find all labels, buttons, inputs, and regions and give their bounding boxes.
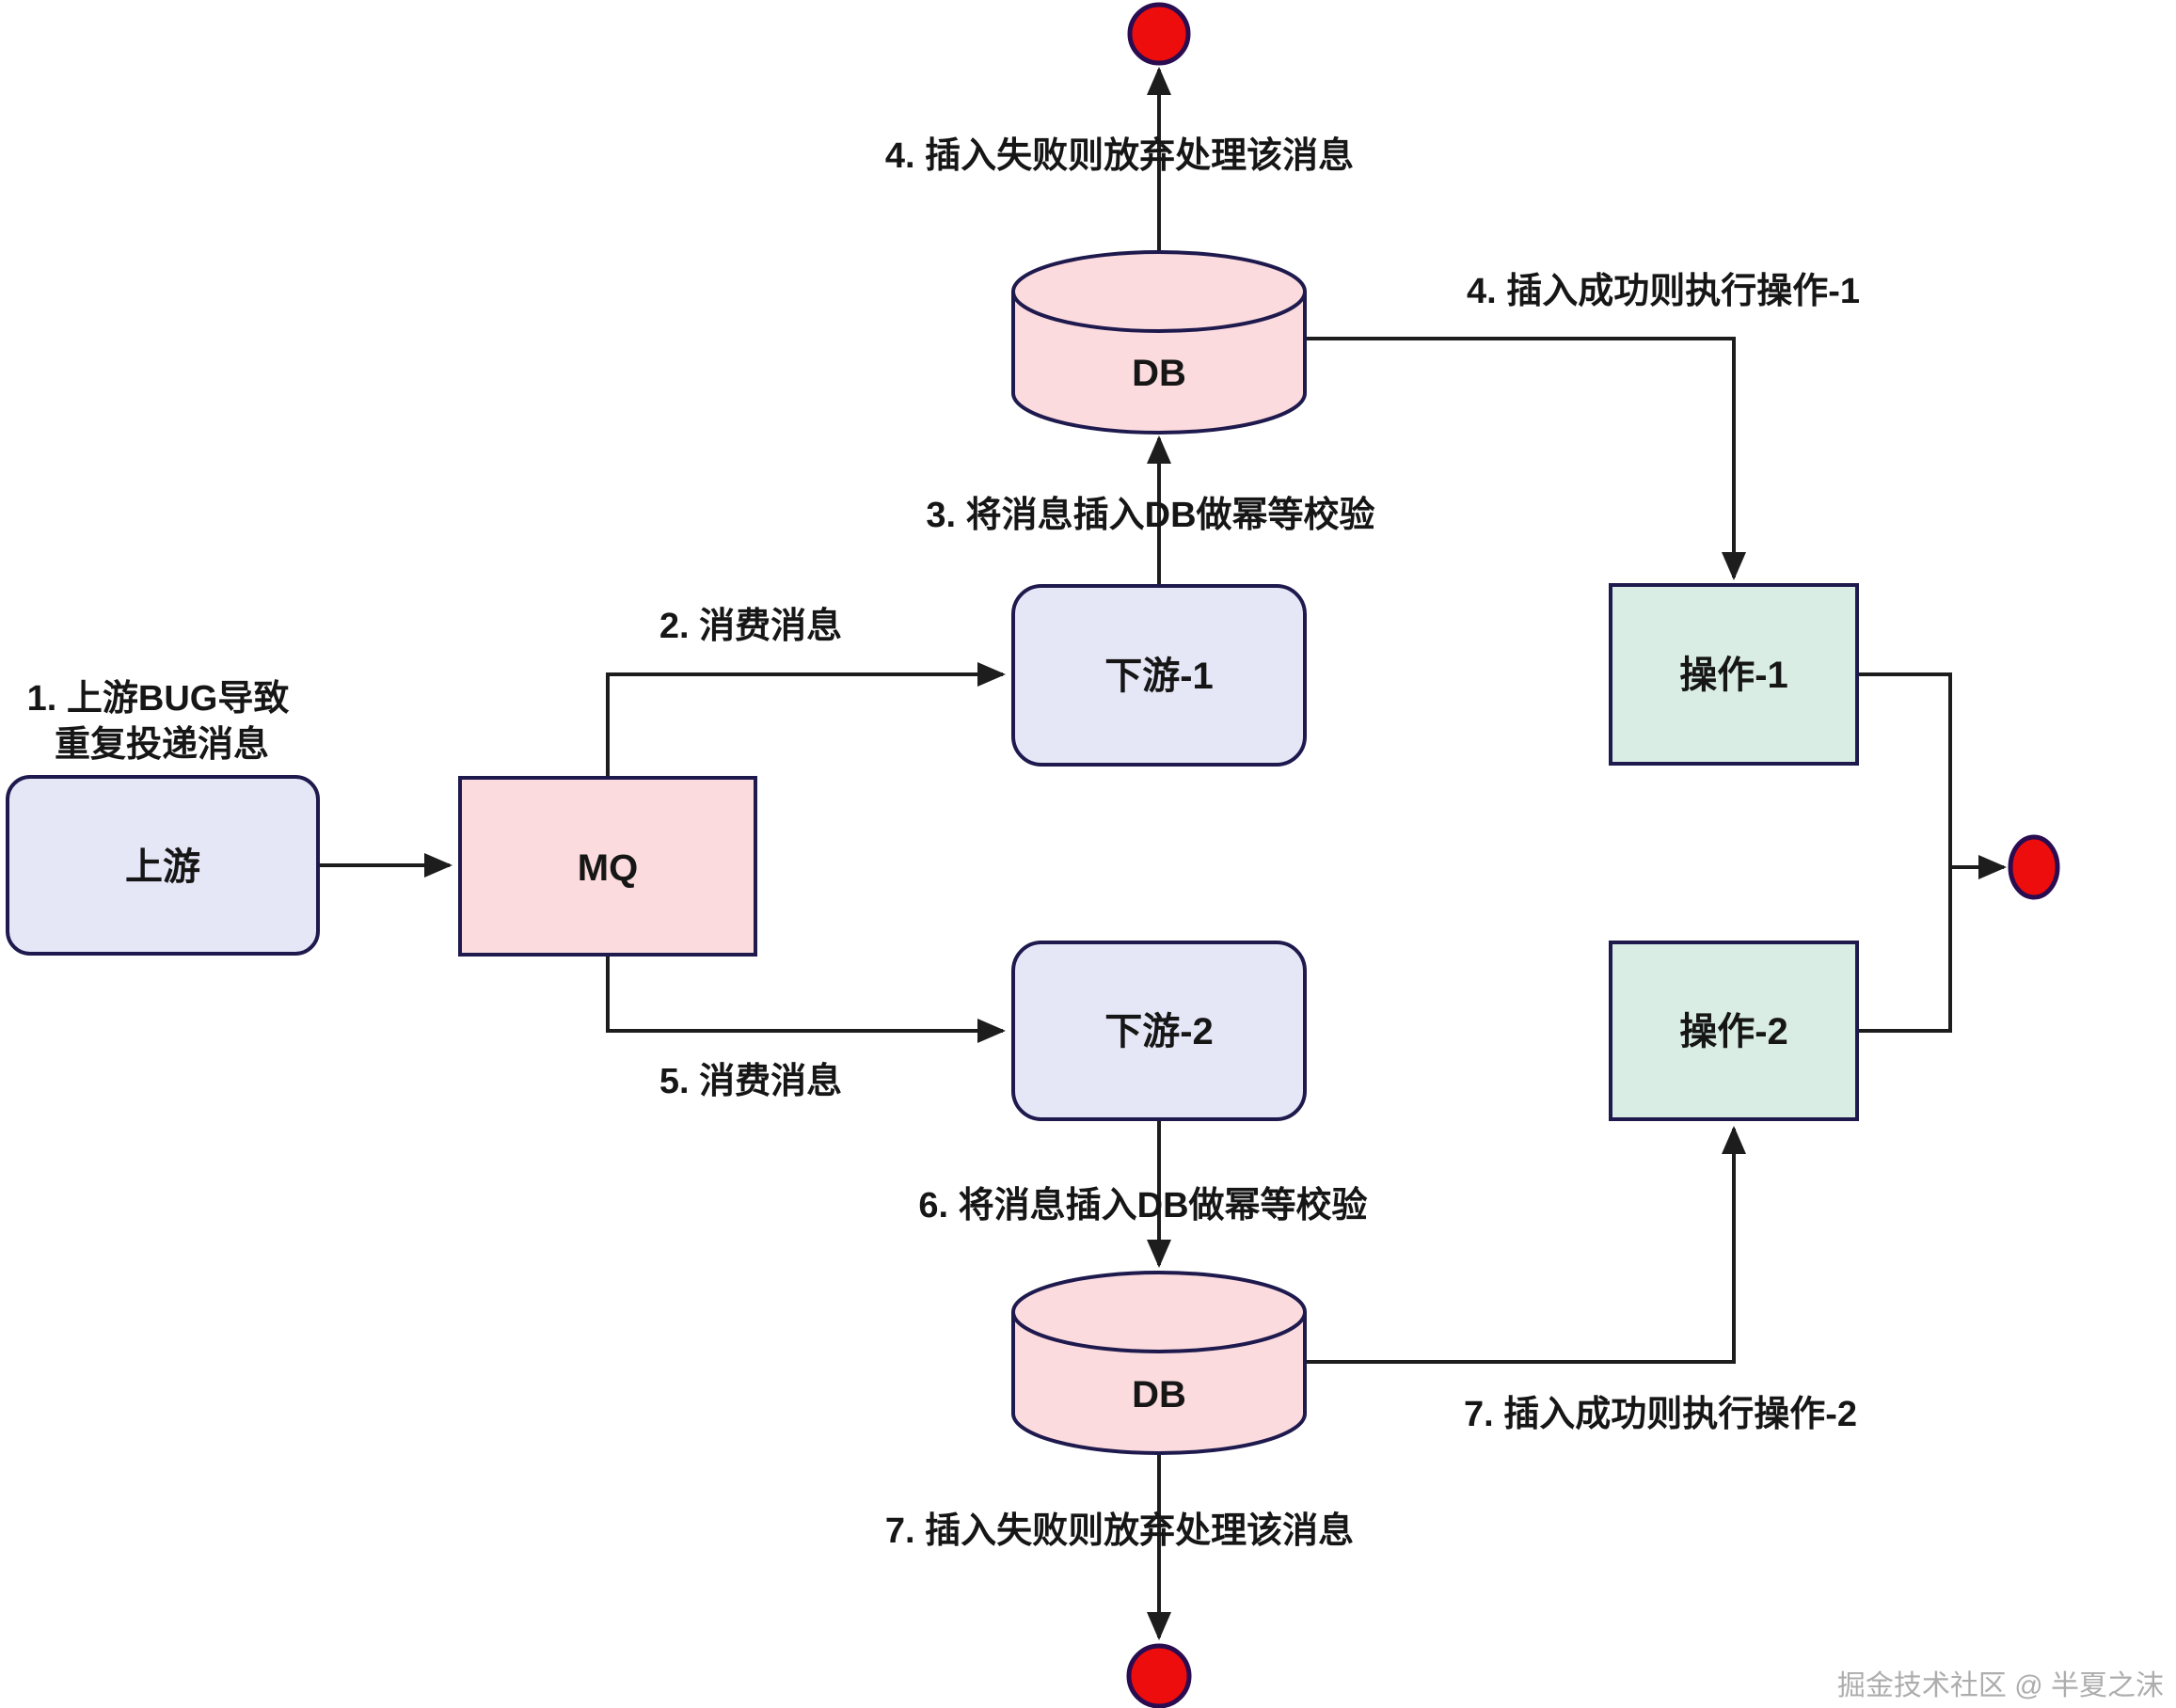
annotation-fail-bottom: 7. 插入失败则放弃处理该消息	[885, 1511, 1354, 1551]
downstream1-box	[1011, 584, 1307, 767]
upstream-label: 上游	[125, 846, 200, 888]
dbtop-label: DB	[1132, 353, 1186, 394]
edge-dbtop-to-op1	[1305, 337, 1746, 580]
annotation-insert-check2: 6. 将消息插入DB做幂等校验	[918, 1186, 1367, 1226]
node-db-bottom: DB	[1011, 1271, 1307, 1455]
annotation-consume2: 5. 消费消息	[659, 1062, 842, 1101]
annotation-success-op1: 4. 插入成功则执行操作-1	[1467, 272, 1860, 311]
dbbottom-cylinder-top	[1011, 1271, 1307, 1353]
node-db-top: DB	[1011, 250, 1307, 435]
op1-box	[1609, 583, 1859, 766]
node-downstream2: 下游-2	[1011, 941, 1307, 1121]
downstream2-box	[1011, 941, 1307, 1121]
edge-dbbottom-to-op2	[1305, 1126, 1746, 1364]
annotation-note1-line1: 1. 上游BUG导致	[27, 679, 290, 719]
annotation-consume1: 2. 消费消息	[659, 607, 842, 646]
terminal-bottom-icon	[1126, 1643, 1192, 1708]
terminal-right-icon	[2008, 834, 2060, 900]
dbtop-cylinder-top	[1011, 250, 1307, 333]
dbbottom-label: DB	[1132, 1374, 1186, 1415]
node-upstream: 上游	[6, 775, 320, 956]
annotation-fail-top: 4. 插入失败则放弃处理该消息	[885, 136, 1354, 176]
annotation-note1-line2: 重复投递消息	[55, 725, 269, 765]
terminal-top-icon	[1127, 2, 1191, 66]
edge-mq-to-downstream1	[606, 662, 1006, 776]
annotation-success-op2: 7. 插入成功则执行操作-2	[1464, 1395, 1857, 1434]
edge-op2-to-junction	[1859, 867, 1952, 1033]
upstream-box	[6, 775, 320, 956]
mq-box	[458, 776, 757, 957]
mq-label: MQ	[578, 847, 638, 889]
node-op1: 操作-1	[1609, 583, 1859, 766]
op2-label: 操作-2	[1679, 1011, 1788, 1052]
op1-label: 操作-1	[1679, 655, 1788, 696]
downstream2-label: 下游-2	[1104, 1011, 1214, 1052]
op2-box	[1609, 941, 1859, 1121]
watermark: 掘金技术社区 @ 半夏之沫	[1837, 1670, 2164, 1701]
annotation-insert-check1: 3. 将消息插入DB做幂等校验	[926, 496, 1374, 535]
edge-op1-to-junction	[1859, 672, 1952, 867]
node-op2: 操作-2	[1609, 941, 1859, 1121]
node-downstream1: 下游-1	[1011, 584, 1307, 767]
node-mq: MQ	[458, 776, 757, 957]
edge-mq-to-downstream2	[606, 957, 1006, 1043]
downstream1-label: 下游-1	[1104, 656, 1214, 697]
